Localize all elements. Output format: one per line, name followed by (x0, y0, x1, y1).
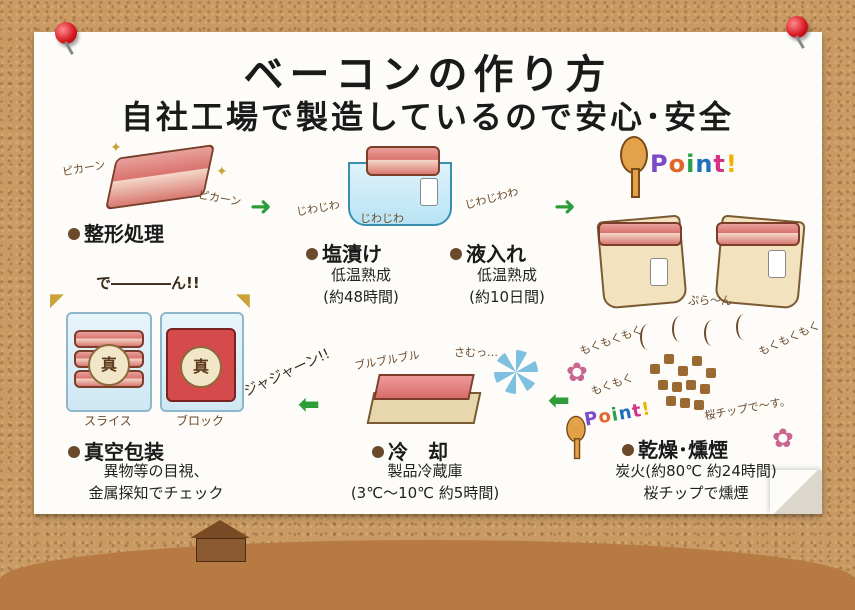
bullet-dot-icon (450, 247, 462, 260)
package-caption: スライス (84, 414, 132, 428)
wood-chips-illustration (650, 354, 740, 424)
sfx-text: さむっ… (454, 346, 498, 359)
step-cooling-desc: 製品冷蔵庫(3℃〜10℃ 約5時間) (350, 462, 500, 502)
smoke-icon (704, 320, 720, 346)
bullet-dot-icon (372, 445, 384, 458)
push-pin-icon (786, 16, 808, 38)
paper-curl (770, 470, 822, 514)
spoon-icon (566, 415, 586, 460)
cherry-blossom-icon: ✿ (566, 358, 588, 388)
push-pin-icon (55, 22, 77, 44)
sfx-text: ぷら〜ん (688, 294, 732, 307)
page-title: ベーコンの作り方 (243, 52, 612, 98)
paper-notice (34, 32, 822, 514)
bacon-block-illustration (166, 328, 236, 402)
point-badge: Point! (650, 150, 738, 178)
arrow-left-icon: ⬅ (548, 386, 570, 416)
tag-icon (420, 178, 438, 206)
tag-icon (650, 258, 668, 286)
step-brining-label: 液入れ (450, 238, 526, 267)
bullet-dot-icon (68, 445, 80, 458)
smoke-icon (640, 324, 656, 350)
bacon-slab-illustration (366, 146, 440, 176)
step-packing-desc: 異物等の目視、金属探知でチェック (88, 462, 224, 502)
bacon-slab-illustration (716, 222, 800, 246)
cork-shadow-wave (0, 540, 855, 610)
sparkle-icon: ◤ (50, 290, 64, 311)
step-salting-desc: 低温熟成(約48時間) (323, 266, 399, 306)
smoke-icon (672, 316, 688, 342)
tag-icon (768, 250, 786, 278)
bullet-dot-icon (622, 443, 634, 456)
smoke-icon (736, 314, 752, 340)
bullet-dot-icon (306, 247, 318, 260)
fan-icon (494, 350, 538, 394)
step-cooling-label: 冷 却 (372, 436, 448, 465)
seal-label: 真 (88, 344, 130, 386)
arrow-left-icon: ⬅ (298, 390, 320, 420)
arrow-right-icon: ➜ (554, 192, 576, 222)
step-smoking-desc: 炭火(約80℃ 約24時間)桜チップで燻煙 (615, 462, 777, 502)
sparkle-icon: ◥ (236, 290, 250, 311)
bacon-slab-illustration (373, 374, 475, 400)
bullet-dot-icon (68, 227, 80, 240)
sparkle-icon: ✦ (216, 164, 228, 180)
sparkle-icon: ✦ (110, 140, 122, 156)
step-packing-label: 真空包装 (68, 436, 164, 465)
sfx-text: で――――ん!! (96, 274, 200, 292)
spoon-icon (620, 136, 648, 198)
step-brining-desc: 低温熟成(約10日間) (469, 266, 545, 306)
page-subtitle: 自社工場で製造しているので安心･安全 (120, 98, 735, 136)
house-logo-icon (190, 520, 250, 562)
step-smoking-label: 乾燥･燻煙 (622, 434, 728, 463)
arrow-right-icon: ➜ (250, 192, 272, 222)
bacon-slab-illustration (598, 222, 682, 246)
cherry-blossom-icon: ✿ (772, 424, 794, 454)
seal-label: 真 (180, 346, 222, 388)
package-caption: ブロック (176, 414, 225, 428)
sfx-text: じわじわ (360, 212, 404, 225)
step-trimming-label: 整形処理 (68, 218, 164, 247)
step-salting-label: 塩漬け (306, 238, 382, 267)
